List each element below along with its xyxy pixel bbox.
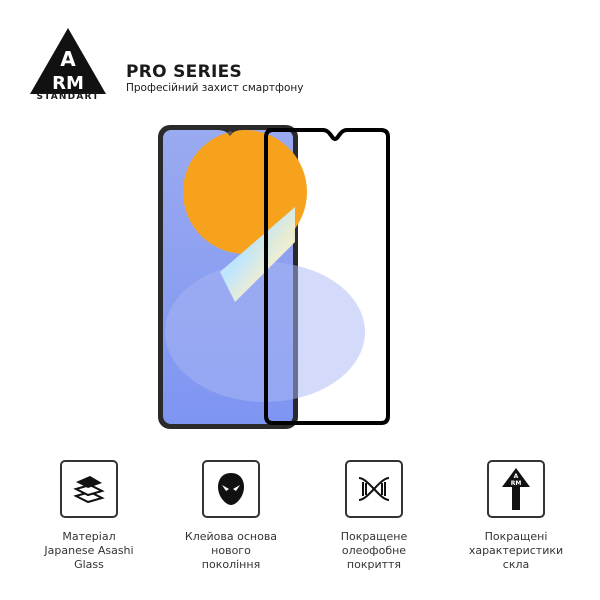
- feature-label-line: покоління: [201, 558, 261, 571]
- mask-icon: [202, 460, 260, 518]
- screen-protector: [264, 128, 390, 425]
- product-image: [155, 122, 395, 432]
- feature-label-line: Матеріал: [62, 530, 116, 543]
- layers-icon: [60, 460, 118, 518]
- feature-label-line: Покращені: [484, 530, 548, 543]
- feature-label-line: покриття: [346, 558, 402, 571]
- svg-text:RM: RM: [511, 480, 522, 487]
- svg-text:A: A: [514, 473, 519, 480]
- svg-text:A: A: [60, 47, 76, 71]
- feature-label-line: Покращене: [340, 530, 408, 543]
- feature-label-line: Glass: [74, 558, 104, 571]
- feature-glass-strength: A RM Покращені характеристики скла: [446, 460, 586, 572]
- oleophobic-icon: [345, 460, 403, 518]
- svg-text:RM: RM: [52, 73, 84, 94]
- feature-label-line: олеофобне: [341, 544, 407, 557]
- feature-oleophobic: Покращене олеофобне покриття: [304, 460, 444, 572]
- feature-label-line: Japanese Asashi: [44, 544, 134, 557]
- series-subtitle: Професійний захист смартфону: [126, 82, 304, 94]
- brand-logo: A RM: [28, 26, 108, 102]
- feature-material: Матеріал Japanese Asashi Glass: [19, 460, 159, 572]
- feature-adhesive: Клейова основа нового покоління: [161, 460, 301, 572]
- logo-subtitle: STANDART: [36, 92, 100, 102]
- feature-label-line: Клейова основа: [184, 530, 278, 543]
- series-title: PRO SERIES: [126, 62, 243, 82]
- feature-label-line: характеристики: [468, 544, 564, 557]
- arm-arrow-icon: A RM: [487, 460, 545, 518]
- feature-label-line: нового: [211, 544, 251, 557]
- feature-label-line: скла: [502, 558, 530, 571]
- logo-triangle-icon: A RM: [30, 28, 106, 94]
